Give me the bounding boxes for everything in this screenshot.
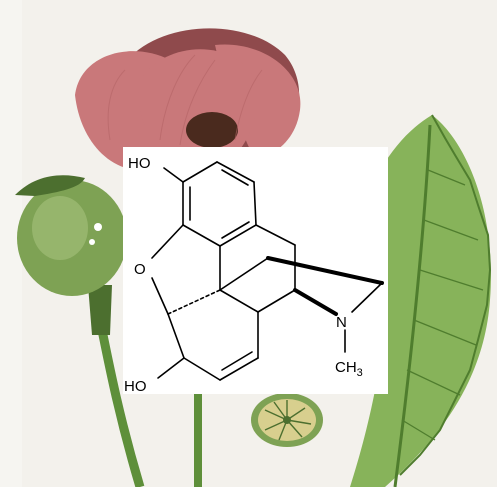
- bond-double: [221, 169, 249, 186]
- bond: [351, 282, 383, 313]
- pod-highlight: [32, 196, 88, 260]
- bond: [163, 167, 184, 183]
- methyl-label: CH3: [335, 359, 363, 379]
- bond: [182, 224, 221, 247]
- flower-center: [186, 112, 238, 148]
- pod-crown: [15, 175, 85, 196]
- bond: [151, 277, 169, 315]
- center-stem: [194, 390, 202, 487]
- ring-oxygen-label: O: [134, 261, 146, 278]
- capsule-center: [283, 416, 291, 424]
- pod-spot: [94, 223, 102, 231]
- hydroxyl-top-label: HO: [128, 155, 151, 172]
- leaf-edge-serration: [399, 114, 492, 476]
- petal-veins: [107, 54, 263, 146]
- bond: [219, 357, 259, 381]
- bond: [219, 224, 257, 247]
- poppy-flower: [75, 28, 301, 171]
- methyl-main: CH: [335, 359, 357, 376]
- bond: [219, 257, 269, 291]
- bond: [183, 357, 221, 381]
- hydroxyl-bottom-label: HO: [124, 378, 147, 395]
- pod-spot: [89, 239, 95, 245]
- bond: [219, 289, 259, 313]
- paper-tone-left: [0, 0, 22, 487]
- methyl-subscript: 3: [357, 367, 363, 379]
- bond: [255, 224, 296, 246]
- capsule-top-view: [251, 393, 323, 447]
- bond: [157, 357, 185, 379]
- bond-double: [221, 351, 253, 371]
- nitrogen-label: N: [336, 314, 347, 331]
- bond-bold: [266, 256, 384, 285]
- bond-double: [221, 221, 250, 239]
- pod-neck: [88, 285, 112, 335]
- poppy-seed-pod: [15, 175, 145, 487]
- bond: [257, 289, 296, 313]
- bond-bold: [293, 288, 338, 316]
- leaf-midrib: [393, 124, 432, 487]
- leaf-veins: [401, 169, 484, 441]
- pod-stem: [95, 319, 145, 487]
- bond: [151, 224, 184, 259]
- bond: [182, 161, 218, 183]
- bond: [216, 161, 255, 183]
- bond: [253, 181, 257, 226]
- bond-hashed: [167, 289, 221, 315]
- morphine-structure: [151, 161, 384, 381]
- structure-panel: [123, 147, 388, 394]
- bond: [167, 313, 185, 359]
